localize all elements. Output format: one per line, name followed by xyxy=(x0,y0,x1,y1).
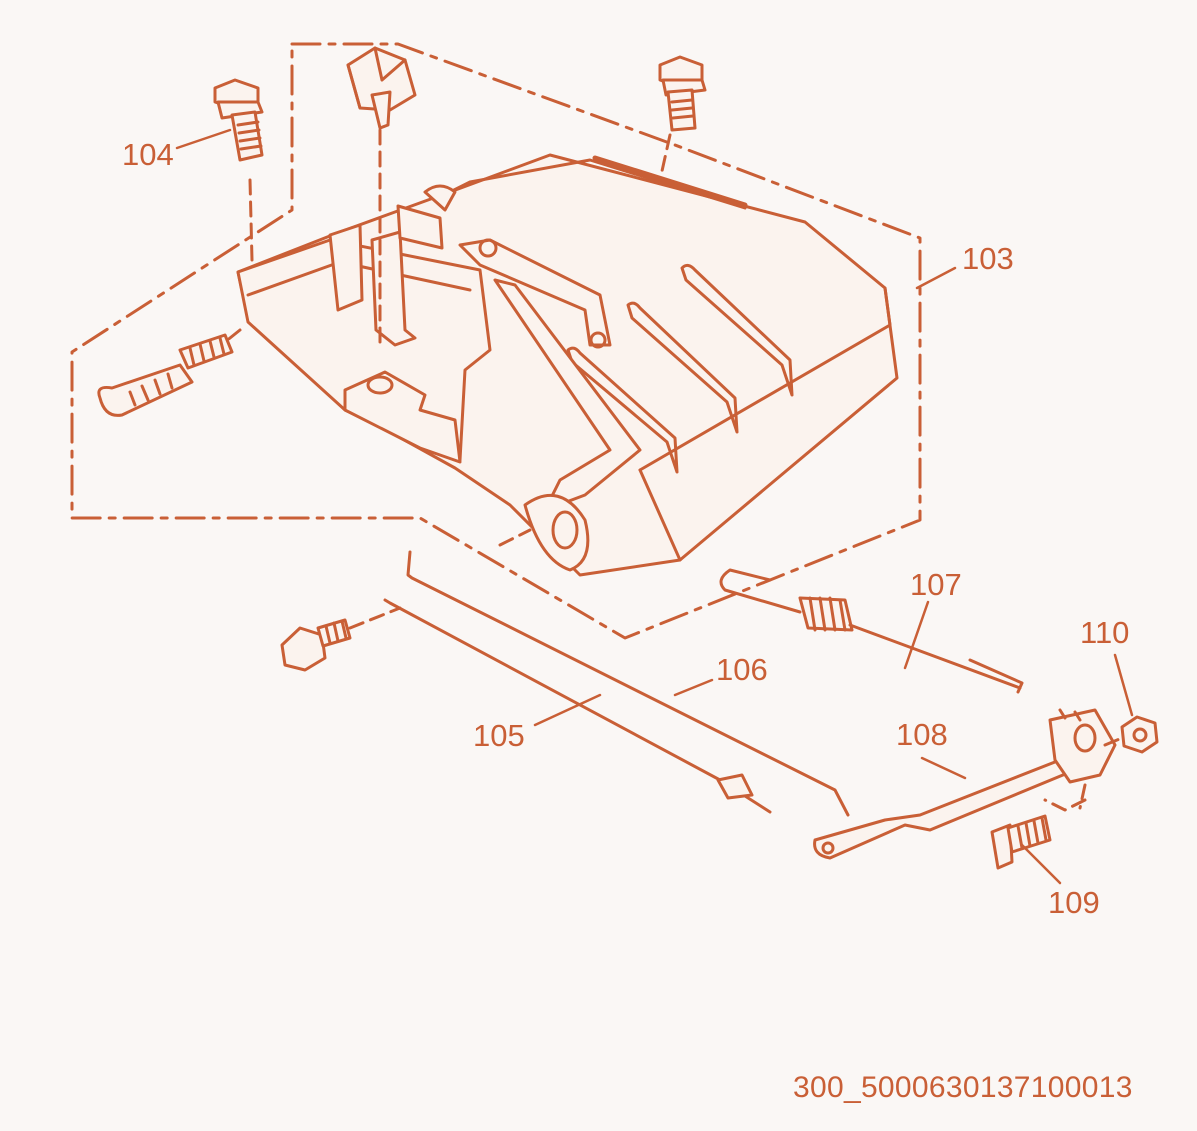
leader-103 xyxy=(915,266,957,290)
cover-slot-2 xyxy=(626,301,739,434)
leader-110 xyxy=(1113,653,1134,717)
leader-108 xyxy=(920,756,967,780)
mount-plate xyxy=(343,370,462,464)
rod-105-spring xyxy=(716,773,754,800)
arm-pivot-top xyxy=(478,238,498,258)
drawing-id: 300_5000630137100013 xyxy=(793,1071,1133,1104)
alignment-lines xyxy=(223,128,1124,812)
arm-pivot xyxy=(589,331,607,349)
label-105: 105 xyxy=(473,718,525,753)
cover-side-edge xyxy=(638,468,682,562)
label-110: 110 xyxy=(1080,615,1130,650)
label-106: 106 xyxy=(716,652,768,687)
nut-110 xyxy=(1120,715,1159,754)
cover-front-edge xyxy=(638,286,892,472)
lever-end-hole xyxy=(551,510,579,550)
cover-ridge-2 xyxy=(592,155,748,208)
label-108: 108 xyxy=(896,717,948,752)
mount-hole xyxy=(366,375,394,395)
leader-105 xyxy=(533,693,602,727)
bolt-109 xyxy=(990,814,1052,870)
label-109: 109 xyxy=(1048,885,1100,920)
rod-106 xyxy=(406,550,850,817)
label-104: 104 xyxy=(122,137,174,172)
spring-107 xyxy=(719,568,1024,694)
bolt-104 xyxy=(213,78,264,162)
leader-104 xyxy=(175,128,232,150)
long-screw xyxy=(97,333,234,417)
leader-107 xyxy=(903,600,930,670)
bracket-3 xyxy=(396,204,444,250)
lever-108 xyxy=(813,708,1117,860)
bolt-lower xyxy=(280,618,352,672)
cover-slot-1 xyxy=(680,263,794,397)
leader-109 xyxy=(1020,843,1062,885)
cover-slot-3 xyxy=(566,346,679,474)
cover-arm xyxy=(458,238,612,347)
bracket-1 xyxy=(328,223,364,312)
bracket-tab xyxy=(423,184,457,212)
assembly-boundary-dashed xyxy=(70,42,922,640)
leader-lines xyxy=(175,128,1134,885)
bolt-top-right xyxy=(658,55,707,132)
label-103: 103 xyxy=(962,241,1014,276)
label-107: 107 xyxy=(910,567,962,602)
clip-nut xyxy=(346,46,417,130)
housing-box xyxy=(236,238,492,462)
cover-ridge xyxy=(448,158,747,210)
leader-106 xyxy=(673,678,714,697)
